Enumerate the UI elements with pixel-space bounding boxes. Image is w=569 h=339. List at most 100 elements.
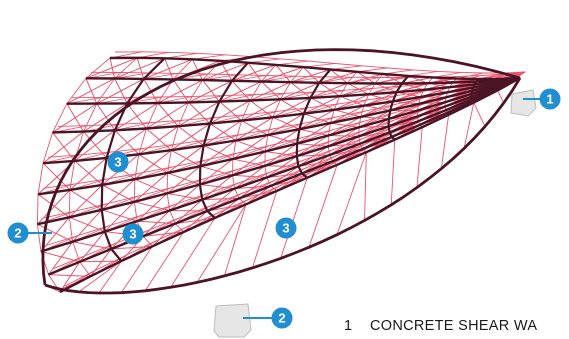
primary-ring — [470, 78, 480, 104]
primary-ring — [198, 61, 249, 219]
primary-ring — [100, 57, 166, 262]
web-diagonal — [218, 80, 262, 103]
web-diagonal — [199, 158, 234, 185]
web-diagonal — [89, 248, 112, 277]
web-hoop — [327, 122, 331, 136]
web-diagonal — [232, 158, 266, 167]
web-diagonal — [279, 98, 305, 115]
web-hoop — [264, 134, 269, 152]
web-diagonal — [218, 101, 243, 122]
web-diagonal — [264, 150, 298, 157]
web-diagonal — [266, 173, 303, 178]
rim-web — [336, 151, 367, 236]
web-diagonal — [290, 81, 311, 99]
rim-web — [251, 190, 278, 269]
web-hoop — [264, 165, 268, 178]
web-diagonal — [206, 203, 247, 212]
web-diagonal — [202, 62, 249, 81]
web-diagonal — [231, 80, 251, 102]
web-diagonal — [143, 58, 193, 80]
web-diagonal — [235, 116, 274, 141]
web-diagonal — [232, 174, 268, 178]
web-hoop — [329, 109, 335, 124]
web-diagonal — [104, 201, 135, 233]
web-diagonal — [296, 135, 329, 157]
web-diagonal — [298, 128, 329, 137]
callout-1: 1 — [523, 88, 561, 110]
web-diagonal — [166, 192, 203, 201]
web-diagonal — [201, 197, 240, 201]
rim-web — [390, 139, 396, 206]
web-diagonal — [238, 176, 268, 199]
web-hoop — [96, 78, 116, 105]
rim-web — [280, 177, 308, 259]
web-diagonal — [329, 69, 348, 84]
web-hoop — [133, 178, 136, 203]
web-hoop — [266, 177, 272, 187]
web-diagonal — [199, 139, 237, 167]
web-diagonal — [346, 82, 370, 95]
primary-rib — [37, 76, 521, 196]
web-diagonal — [114, 57, 166, 79]
web-hoop — [37, 162, 44, 195]
web-diagonal — [166, 165, 201, 194]
web-diagonal — [272, 116, 300, 130]
web-diagonal — [264, 128, 300, 152]
web-hoop — [339, 82, 348, 97]
web-diagonal — [85, 57, 138, 79]
web-diagonal — [214, 197, 240, 219]
web-diagonal — [68, 184, 103, 218]
web-diagonal — [296, 122, 331, 145]
web-diagonal — [151, 223, 176, 247]
web-diagonal — [42, 131, 85, 164]
rim-web — [196, 203, 247, 283]
web-diagonal — [188, 101, 211, 125]
web-hoop — [66, 77, 87, 105]
web-diagonal — [74, 129, 116, 162]
web-diagonal — [231, 64, 277, 82]
web-diagonal — [267, 134, 298, 145]
web-diagonal — [339, 95, 365, 107]
web-diagonal — [235, 139, 266, 152]
callout-3-middle: 3 — [122, 223, 144, 245]
web-hoop — [374, 73, 384, 84]
web-diagonal — [174, 199, 203, 225]
web-diagonal — [309, 97, 335, 111]
web-hoop — [83, 103, 98, 133]
web-diagonal — [157, 79, 204, 104]
web-diagonal — [333, 109, 362, 118]
svg-text:2: 2 — [14, 226, 21, 241]
web-hoop — [232, 174, 236, 190]
web-hoop — [241, 100, 251, 122]
web-diagonal — [66, 77, 116, 105]
web-hoop — [177, 101, 190, 127]
web-hoop — [134, 153, 140, 180]
web-hoop — [166, 192, 171, 211]
rim-web — [120, 245, 153, 294]
web-diagonal — [275, 64, 292, 83]
web-diagonal — [177, 101, 220, 127]
web-diagonal — [72, 209, 103, 243]
web-diagonal — [368, 82, 403, 95]
web-diagonal — [170, 123, 211, 151]
web-diagonal — [296, 154, 331, 157]
web-hoop — [36, 223, 42, 252]
web-diagonal — [199, 165, 234, 176]
web-diagonal — [272, 97, 311, 118]
web-diagonal — [296, 143, 329, 147]
web-diagonal — [101, 178, 136, 211]
web-diagonal — [83, 102, 128, 133]
web-hoop — [114, 57, 138, 79]
web-diagonal — [241, 98, 281, 122]
web-hoop — [234, 188, 240, 199]
rim-web — [473, 102, 486, 127]
web-hoop — [170, 125, 179, 151]
web-diagonal — [96, 78, 145, 105]
web-diagonal — [206, 188, 236, 212]
web-hoop — [36, 193, 39, 225]
web-hoop — [232, 140, 237, 160]
web-hoop — [238, 197, 247, 205]
web-diagonal — [232, 150, 266, 176]
web-diagonal — [188, 80, 233, 103]
